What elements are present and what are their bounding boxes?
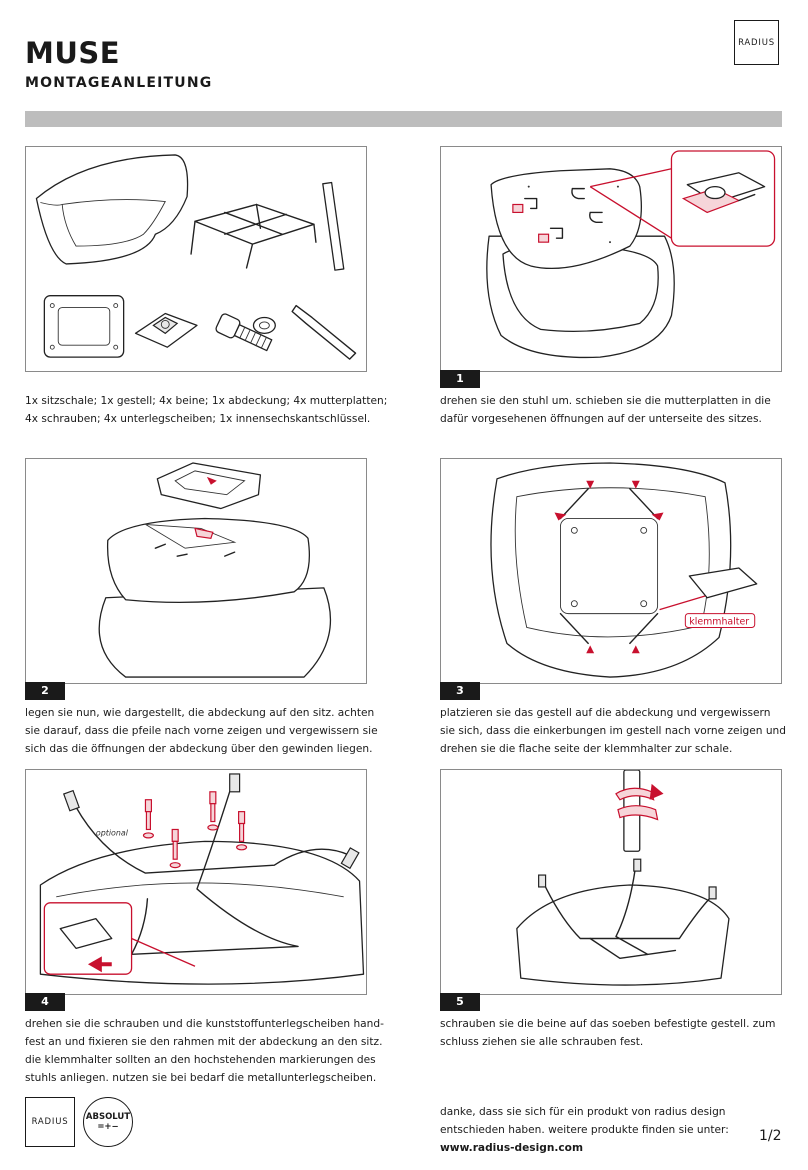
absolut-logo-symbols: =+− (97, 1122, 119, 1132)
text-line: sie darauf, dass die pfeile nach vorne z… (25, 725, 378, 737)
step-1-text: drehen sie den stuhl um. schieben sie di… (440, 392, 771, 428)
text-line: sie sich, dass die einkerbungen im geste… (440, 725, 786, 737)
step-4-illustration: optional (39, 773, 365, 985)
text-line: dafür vorgesehenen öffnungen auf der unt… (440, 413, 762, 425)
document-title: MUSE (25, 36, 121, 70)
footer-line: entschieden haben. weitere produkte find… (440, 1124, 729, 1136)
absolut-logo: ABSOLUT =+− (83, 1097, 133, 1147)
step-5-badge: 5 (440, 993, 480, 1011)
text-line: drehen sie die flache seite der klemmhal… (440, 743, 733, 755)
page-number: 1/2 (759, 1128, 782, 1144)
step-4-text: drehen sie die schrauben und die kunstst… (25, 1015, 384, 1087)
text-line: schrauben sie die beine auf das soeben b… (440, 1018, 776, 1030)
panel-step-1 (440, 146, 782, 372)
step-parts-text: 1x sitzschale; 1x gestell; 4x beine; 1x … (25, 392, 387, 428)
text-line: die klemmhalter sollten an den hochstehe… (25, 1054, 376, 1066)
panel-step-4: optional (25, 769, 367, 995)
step-2-text: legen sie nun, wie dargestellt, die abde… (25, 704, 378, 758)
text-line: stuhls anliegen. nutzen sie bei bedarf d… (25, 1072, 377, 1084)
website-link[interactable]: www.radius-design.com (440, 1142, 583, 1154)
radius-footer-label: RADIUS (31, 1117, 69, 1127)
step-2-illustration (98, 462, 332, 678)
text-line: platzieren sie das gestell auf die abdec… (440, 707, 771, 719)
callout-optional: optional (96, 828, 129, 837)
step-1-illustration (486, 150, 776, 359)
footer-text: danke, dass sie sich für ein produkt von… (440, 1103, 729, 1157)
radius-logo: RADIUS (734, 20, 779, 65)
text-line: drehen sie den stuhl um. schieben sie di… (440, 395, 771, 407)
panel-step-3: klemmhalter (440, 458, 782, 684)
absolut-logo-text: ABSOLUT (85, 1112, 131, 1122)
step-3-text: platzieren sie das gestell auf die abdec… (440, 704, 786, 758)
radius-footer-logo: RADIUS (25, 1097, 75, 1147)
step-5-illustration (516, 770, 730, 986)
footer-line: danke, dass sie sich für ein produkt von… (440, 1106, 726, 1118)
parts-illustration (35, 154, 357, 360)
text-line: 1x sitzschale; 1x gestell; 4x beine; 1x … (25, 395, 388, 407)
step-4-badge: 4 (25, 993, 65, 1011)
panel-parts (25, 146, 367, 372)
text-line: schluss ziehen sie alle schrauben fest. (440, 1036, 644, 1048)
text-line: 4x schrauben; 4x unterlegscheiben; 1x in… (25, 413, 371, 425)
step-2-badge: 2 (25, 682, 65, 700)
text-line: fest an und fixieren sie den rahmen mit … (25, 1036, 383, 1048)
panel-step-2 (25, 458, 367, 684)
callout-klemmhalter: klemmhalter (689, 617, 749, 628)
step-1-badge: 1 (440, 370, 480, 388)
brand-label: RADIUS (738, 37, 775, 48)
text-line: sich das die öffnungen der abdeckung übe… (25, 743, 373, 755)
panel-step-5 (440, 769, 782, 995)
step-5-text: schrauben sie die beine auf das soeben b… (440, 1015, 775, 1051)
step-3-illustration: klemmhalter (490, 462, 758, 678)
step-3-badge: 3 (440, 682, 480, 700)
document-subtitle: MONTAGEANLEITUNG (25, 75, 213, 91)
text-line: drehen sie die schrauben und die kunstst… (25, 1018, 384, 1030)
text-line: legen sie nun, wie dargestellt, die abde… (25, 707, 375, 719)
header-bar (25, 111, 782, 127)
